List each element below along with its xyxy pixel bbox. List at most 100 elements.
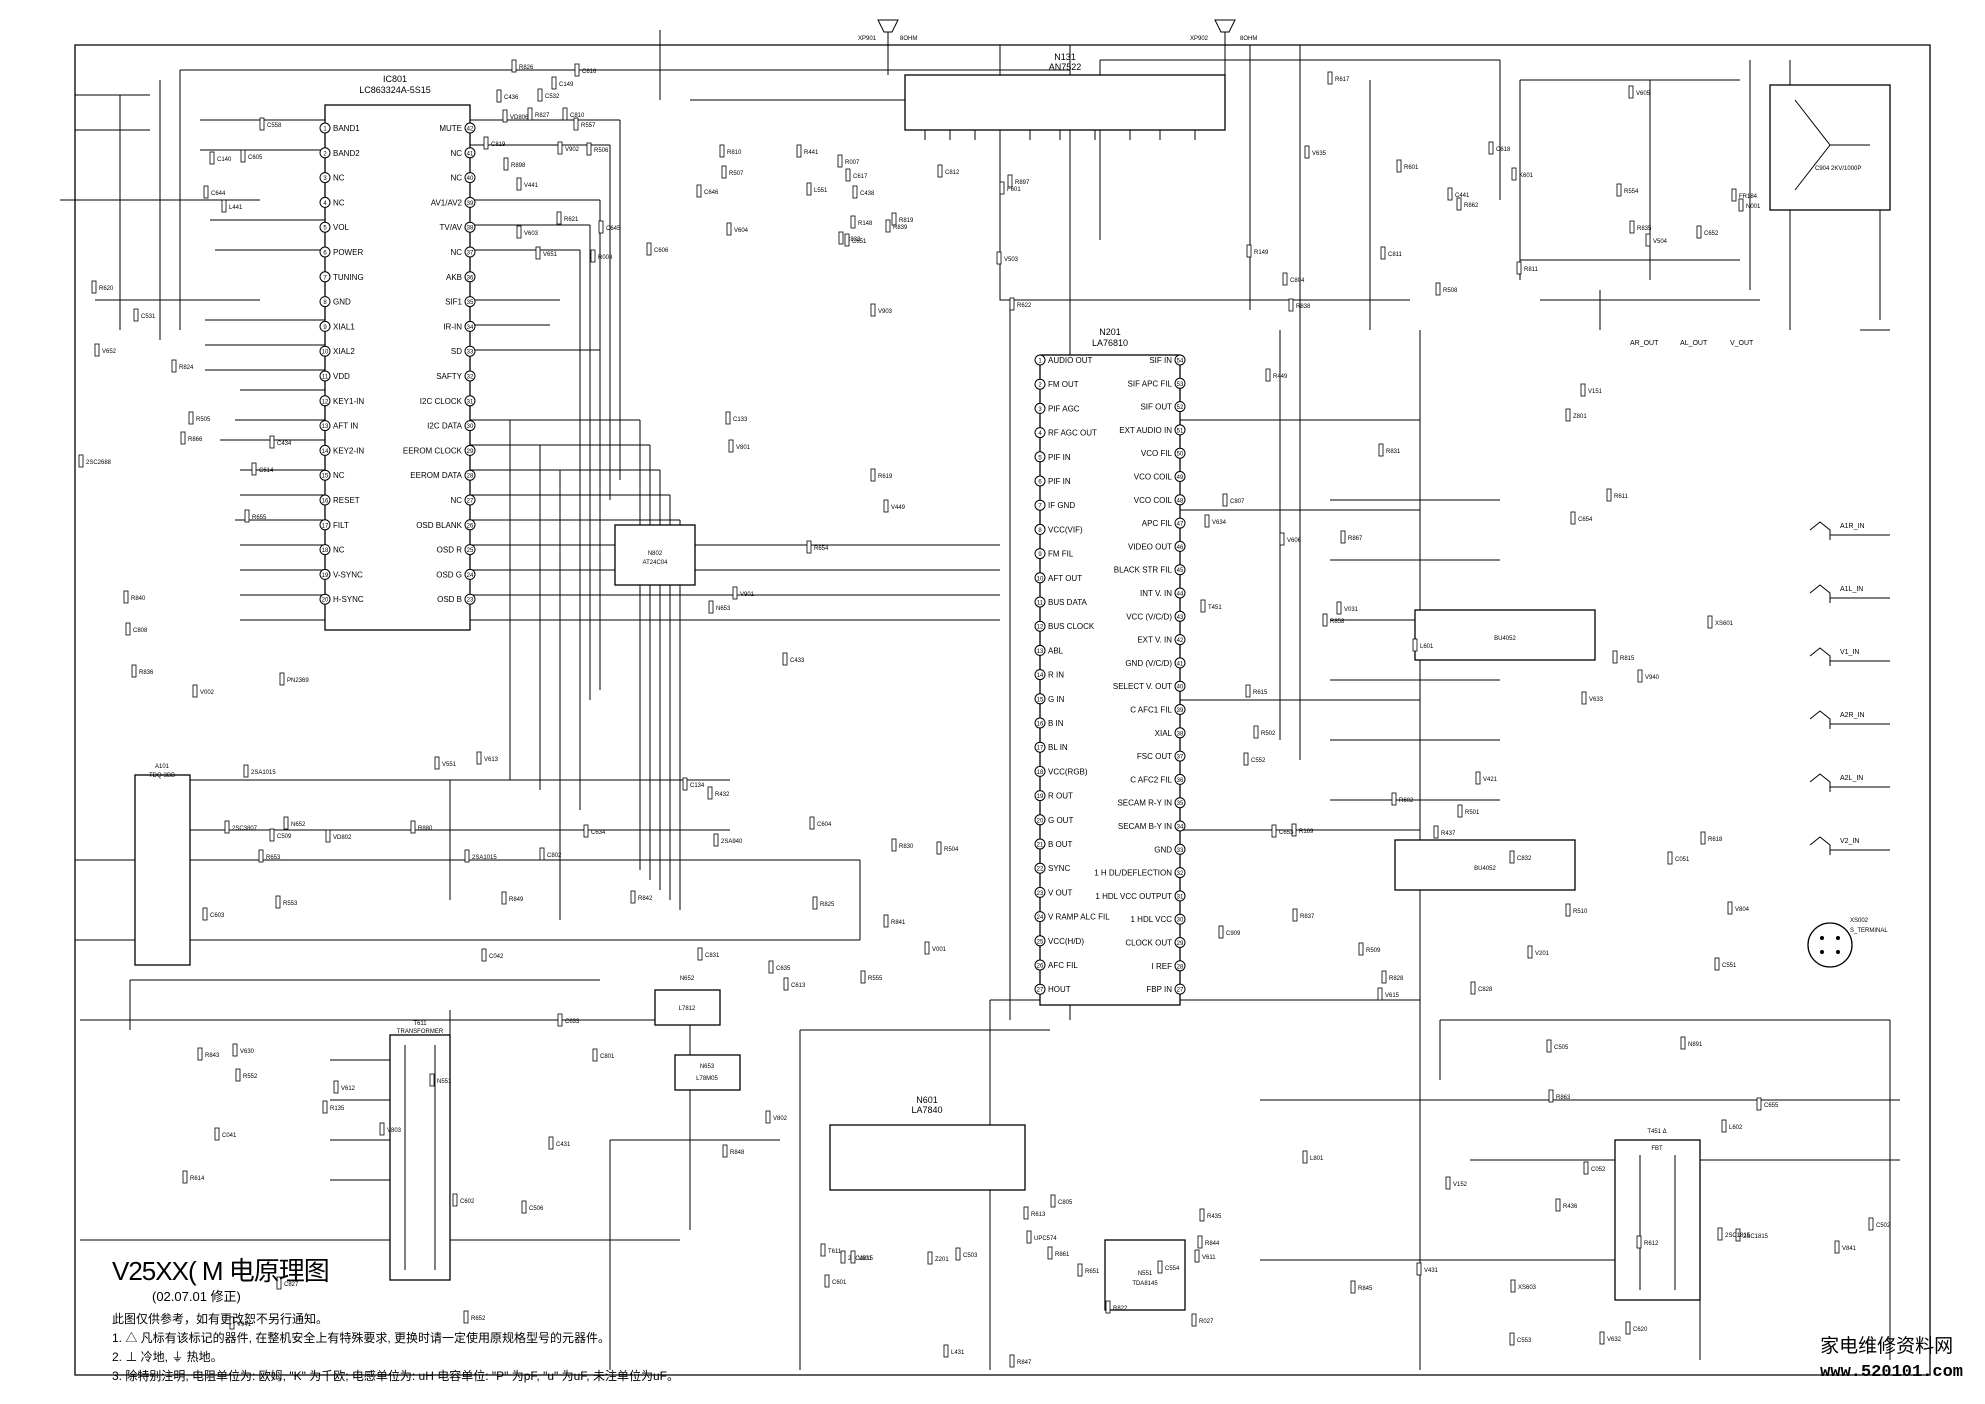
component-ref: R845	[1358, 1286, 1373, 1292]
pin-number: 16	[322, 499, 329, 505]
pin-label: SIF IN	[1149, 356, 1172, 365]
component-ref: R898	[511, 163, 526, 169]
component-glyph	[708, 600, 714, 614]
component-ref: R505	[196, 417, 211, 423]
component-glyph	[548, 1136, 554, 1150]
pin-label: H-SYNC	[333, 595, 364, 604]
component-ref: R830	[899, 844, 914, 850]
component-ref: R862	[1464, 203, 1479, 209]
pin-number: 22	[1037, 867, 1044, 873]
pin-number: 28	[1177, 964, 1184, 970]
n601-vertical-ic: N601 LA7840	[829, 1095, 1026, 1191]
component-glyph	[379, 1122, 385, 1136]
pin-marker	[1174, 797, 1186, 809]
component-ref: C051	[1675, 857, 1690, 863]
pin-label: SAFTY	[436, 372, 462, 381]
pin-number: 18	[322, 548, 329, 554]
component-glyph	[1548, 1089, 1554, 1103]
pin-label: BAND1	[333, 124, 360, 133]
pin-number: 5	[323, 226, 327, 232]
component-ref: V841	[1842, 1246, 1857, 1252]
component-glyph	[503, 157, 509, 171]
component-glyph	[1302, 1150, 1308, 1164]
component-ref: R655	[252, 515, 267, 521]
component-glyph	[583, 824, 589, 838]
pin-marker	[1174, 983, 1186, 995]
pin-number: 37	[467, 251, 474, 257]
pin-marker	[464, 370, 476, 382]
pin-number: 39	[467, 201, 474, 207]
component-ref: C807	[1230, 499, 1245, 505]
pin-label: FM OUT	[1048, 380, 1079, 389]
pin-number: 42	[467, 127, 474, 133]
component-glyph	[1606, 488, 1612, 502]
component-ref: V651	[543, 252, 558, 258]
pin-label: NC	[450, 174, 462, 183]
pin-label: GND (V/C/D)	[1125, 659, 1172, 668]
pin-label: POWER	[333, 248, 363, 257]
pin-label: I2C CLOCK	[420, 397, 463, 406]
jack-symbol	[1809, 521, 1890, 540]
pin-marker	[1174, 587, 1186, 599]
pin-marker	[1034, 983, 1046, 995]
component-glyph	[883, 499, 889, 513]
pin-number: 44	[1177, 592, 1184, 598]
pin-label: SECAM B-Y IN	[1118, 822, 1172, 831]
pin-label: I2C DATA	[427, 422, 462, 431]
pin-number: 10	[1037, 576, 1044, 582]
component-glyph	[1628, 85, 1634, 99]
component-glyph	[1555, 1198, 1561, 1212]
component-glyph	[1340, 530, 1346, 544]
component-glyph	[496, 89, 502, 103]
component-glyph	[722, 1144, 728, 1158]
component-ref: R831	[1386, 449, 1401, 455]
component-glyph	[557, 1013, 563, 1027]
component-glyph	[511, 59, 517, 73]
pin-marker	[464, 320, 476, 332]
pin-marker	[1174, 634, 1186, 646]
jack-symbol	[1809, 584, 1890, 603]
pin-number: 26	[467, 523, 474, 529]
component-ref: R602	[1399, 798, 1414, 804]
component-glyph	[279, 672, 285, 686]
component-glyph	[924, 941, 930, 955]
n131-audio-amp: N131 AN7522	[904, 52, 1226, 140]
component-glyph	[1721, 1119, 1727, 1133]
pin-number: 52	[1177, 405, 1184, 411]
component-glyph	[812, 896, 818, 910]
ic801-part: LC863324A-5S15	[359, 85, 431, 95]
pin-marker	[1174, 471, 1186, 482]
component-ref: V504	[1653, 239, 1668, 245]
component-glyph	[1470, 981, 1476, 995]
pin-marker	[1174, 704, 1186, 715]
pin-marker	[1034, 620, 1046, 632]
component-ref: R441	[804, 150, 819, 156]
pin-marker	[1174, 610, 1186, 622]
pin-marker	[1174, 913, 1186, 925]
component-glyph	[1488, 141, 1494, 155]
pin-marker	[319, 345, 331, 357]
component-ref: C620	[1633, 1327, 1648, 1333]
component-ref: PN2369	[287, 678, 309, 684]
component-glyph	[891, 212, 897, 226]
component-ref: R509	[1366, 948, 1381, 954]
pin-number: 47	[1177, 522, 1184, 528]
pin-label: HOUT	[1048, 985, 1071, 994]
component-glyph	[535, 246, 541, 260]
component-glyph	[1191, 1313, 1197, 1327]
component-glyph	[1680, 1036, 1686, 1050]
component-glyph	[1204, 514, 1210, 528]
component-ref: V804	[1735, 907, 1750, 913]
component-glyph	[721, 165, 727, 179]
component-ref: C503	[963, 1253, 978, 1259]
pin-label: AFT IN	[333, 422, 358, 431]
component-ref: C601	[832, 1280, 847, 1286]
pin-number: 15	[1037, 697, 1044, 703]
pin-number: 32	[1177, 871, 1184, 877]
component-ref: V611	[1202, 1255, 1216, 1261]
component-ref: C833	[846, 237, 861, 243]
component-glyph	[1447, 187, 1453, 201]
component-ref: UPC574	[1034, 1236, 1057, 1242]
